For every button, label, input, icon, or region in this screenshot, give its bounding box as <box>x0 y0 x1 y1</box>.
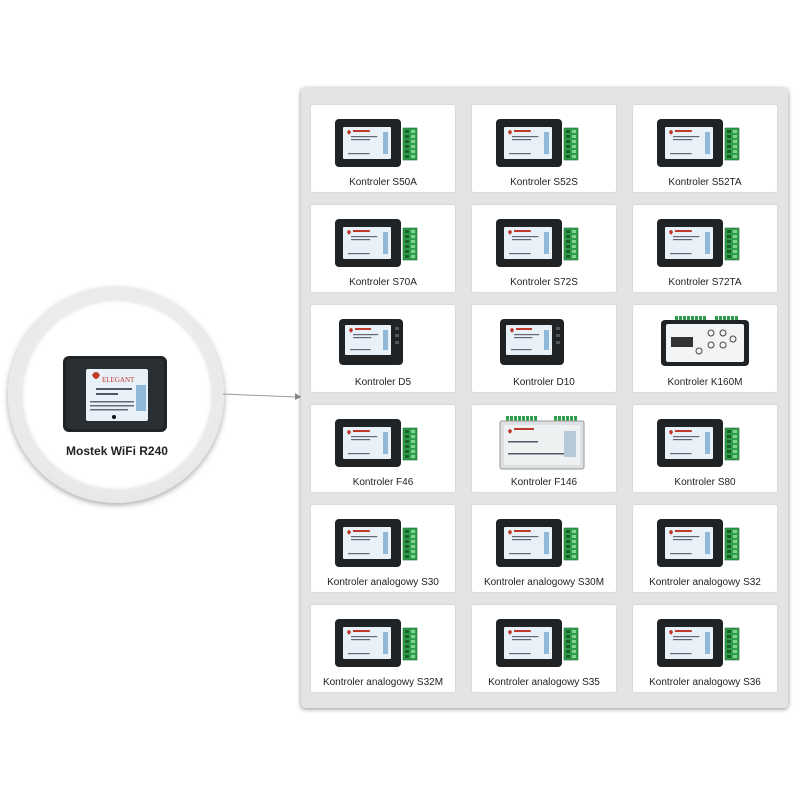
product-label: Kontroler K160M <box>667 377 743 388</box>
elegant-logo-icon <box>92 372 100 379</box>
controller-device-image <box>335 619 418 667</box>
product-label: Kontroler S52TA <box>668 177 742 188</box>
product-card[interactable]: Kontroler S72S <box>472 205 616 292</box>
product-card[interactable]: Kontroler S50A <box>311 105 455 192</box>
controller-device-image <box>657 219 740 267</box>
wifi-bridge-device-image: ELEGANT <box>63 356 167 432</box>
product-card[interactable]: Kontroler analogowy S32 <box>633 505 777 592</box>
product-card[interactable]: Kontroler D10 <box>472 305 616 392</box>
product-card[interactable]: Kontroler S52S <box>472 105 616 192</box>
product-label: Kontroler S80 <box>674 477 736 488</box>
controller-device-image <box>496 619 579 667</box>
controller-device-image <box>335 519 418 567</box>
product-label: Kontroler analogowy S36 <box>649 677 761 688</box>
product-card[interactable]: Kontroler D5 <box>311 305 455 392</box>
product-label: Kontroler analogowy S30 <box>327 577 439 588</box>
product-card[interactable]: Kontroler F146 <box>472 405 616 492</box>
product-card[interactable]: Kontroler analogowy S32M <box>311 605 455 692</box>
product-label: Kontroler S72TA <box>668 277 742 288</box>
controller-device-image <box>657 519 740 567</box>
controller-device-image <box>657 419 740 467</box>
product-card[interactable]: Kontroler S80 <box>633 405 777 492</box>
product-label: Kontroler F146 <box>510 477 578 488</box>
controller-device-image <box>335 219 418 267</box>
product-label: Kontroler S52S <box>510 177 578 188</box>
product-card[interactable]: Kontroler S72TA <box>633 205 777 292</box>
product-label: Kontroler S72S <box>510 277 578 288</box>
controller-device-image <box>500 319 564 365</box>
product-card[interactable]: Kontroler analogowy S35 <box>472 605 616 692</box>
product-label: Kontroler D10 <box>513 377 575 388</box>
controller-device-image <box>496 519 579 567</box>
product-label: Kontroler S50A <box>349 177 417 188</box>
product-card[interactable]: Kontroler analogowy S30 <box>311 505 455 592</box>
product-card[interactable]: Kontroler S52TA <box>633 105 777 192</box>
product-label: Kontroler analogowy S30M <box>483 577 605 588</box>
connector-arrow-icon <box>223 393 301 400</box>
device-brand-text: ELEGANT <box>102 376 135 384</box>
product-card[interactable]: Kontroler analogowy S30M <box>472 505 616 592</box>
product-card[interactable]: Kontroler K160M <box>633 305 777 392</box>
product-label: Kontroler analogowy S32M <box>322 677 444 688</box>
product-label: Kontroler F46 <box>352 477 414 488</box>
controller-device-image <box>661 316 749 366</box>
product-card[interactable]: Kontroler S70A <box>311 205 455 292</box>
product-label: Kontroler S70A <box>349 277 417 288</box>
product-card[interactable]: Kontroler F46 <box>311 405 455 492</box>
featured-caption: Mostek WiFi R240 <box>66 444 168 458</box>
controller-device-image <box>335 119 418 167</box>
controller-device-image <box>499 416 585 470</box>
product-card[interactable]: Kontroler analogowy S36 <box>633 605 777 692</box>
controller-device-image <box>657 619 740 667</box>
controller-device-image <box>496 219 579 267</box>
product-label: Kontroler D5 <box>354 377 412 388</box>
controller-device-image <box>496 119 579 167</box>
product-label: Kontroler analogowy S32 <box>649 577 761 588</box>
product-label: Kontroler analogowy S35 <box>488 677 600 688</box>
controller-device-image <box>335 419 418 467</box>
controller-device-image <box>657 119 740 167</box>
controller-device-image <box>339 319 403 365</box>
